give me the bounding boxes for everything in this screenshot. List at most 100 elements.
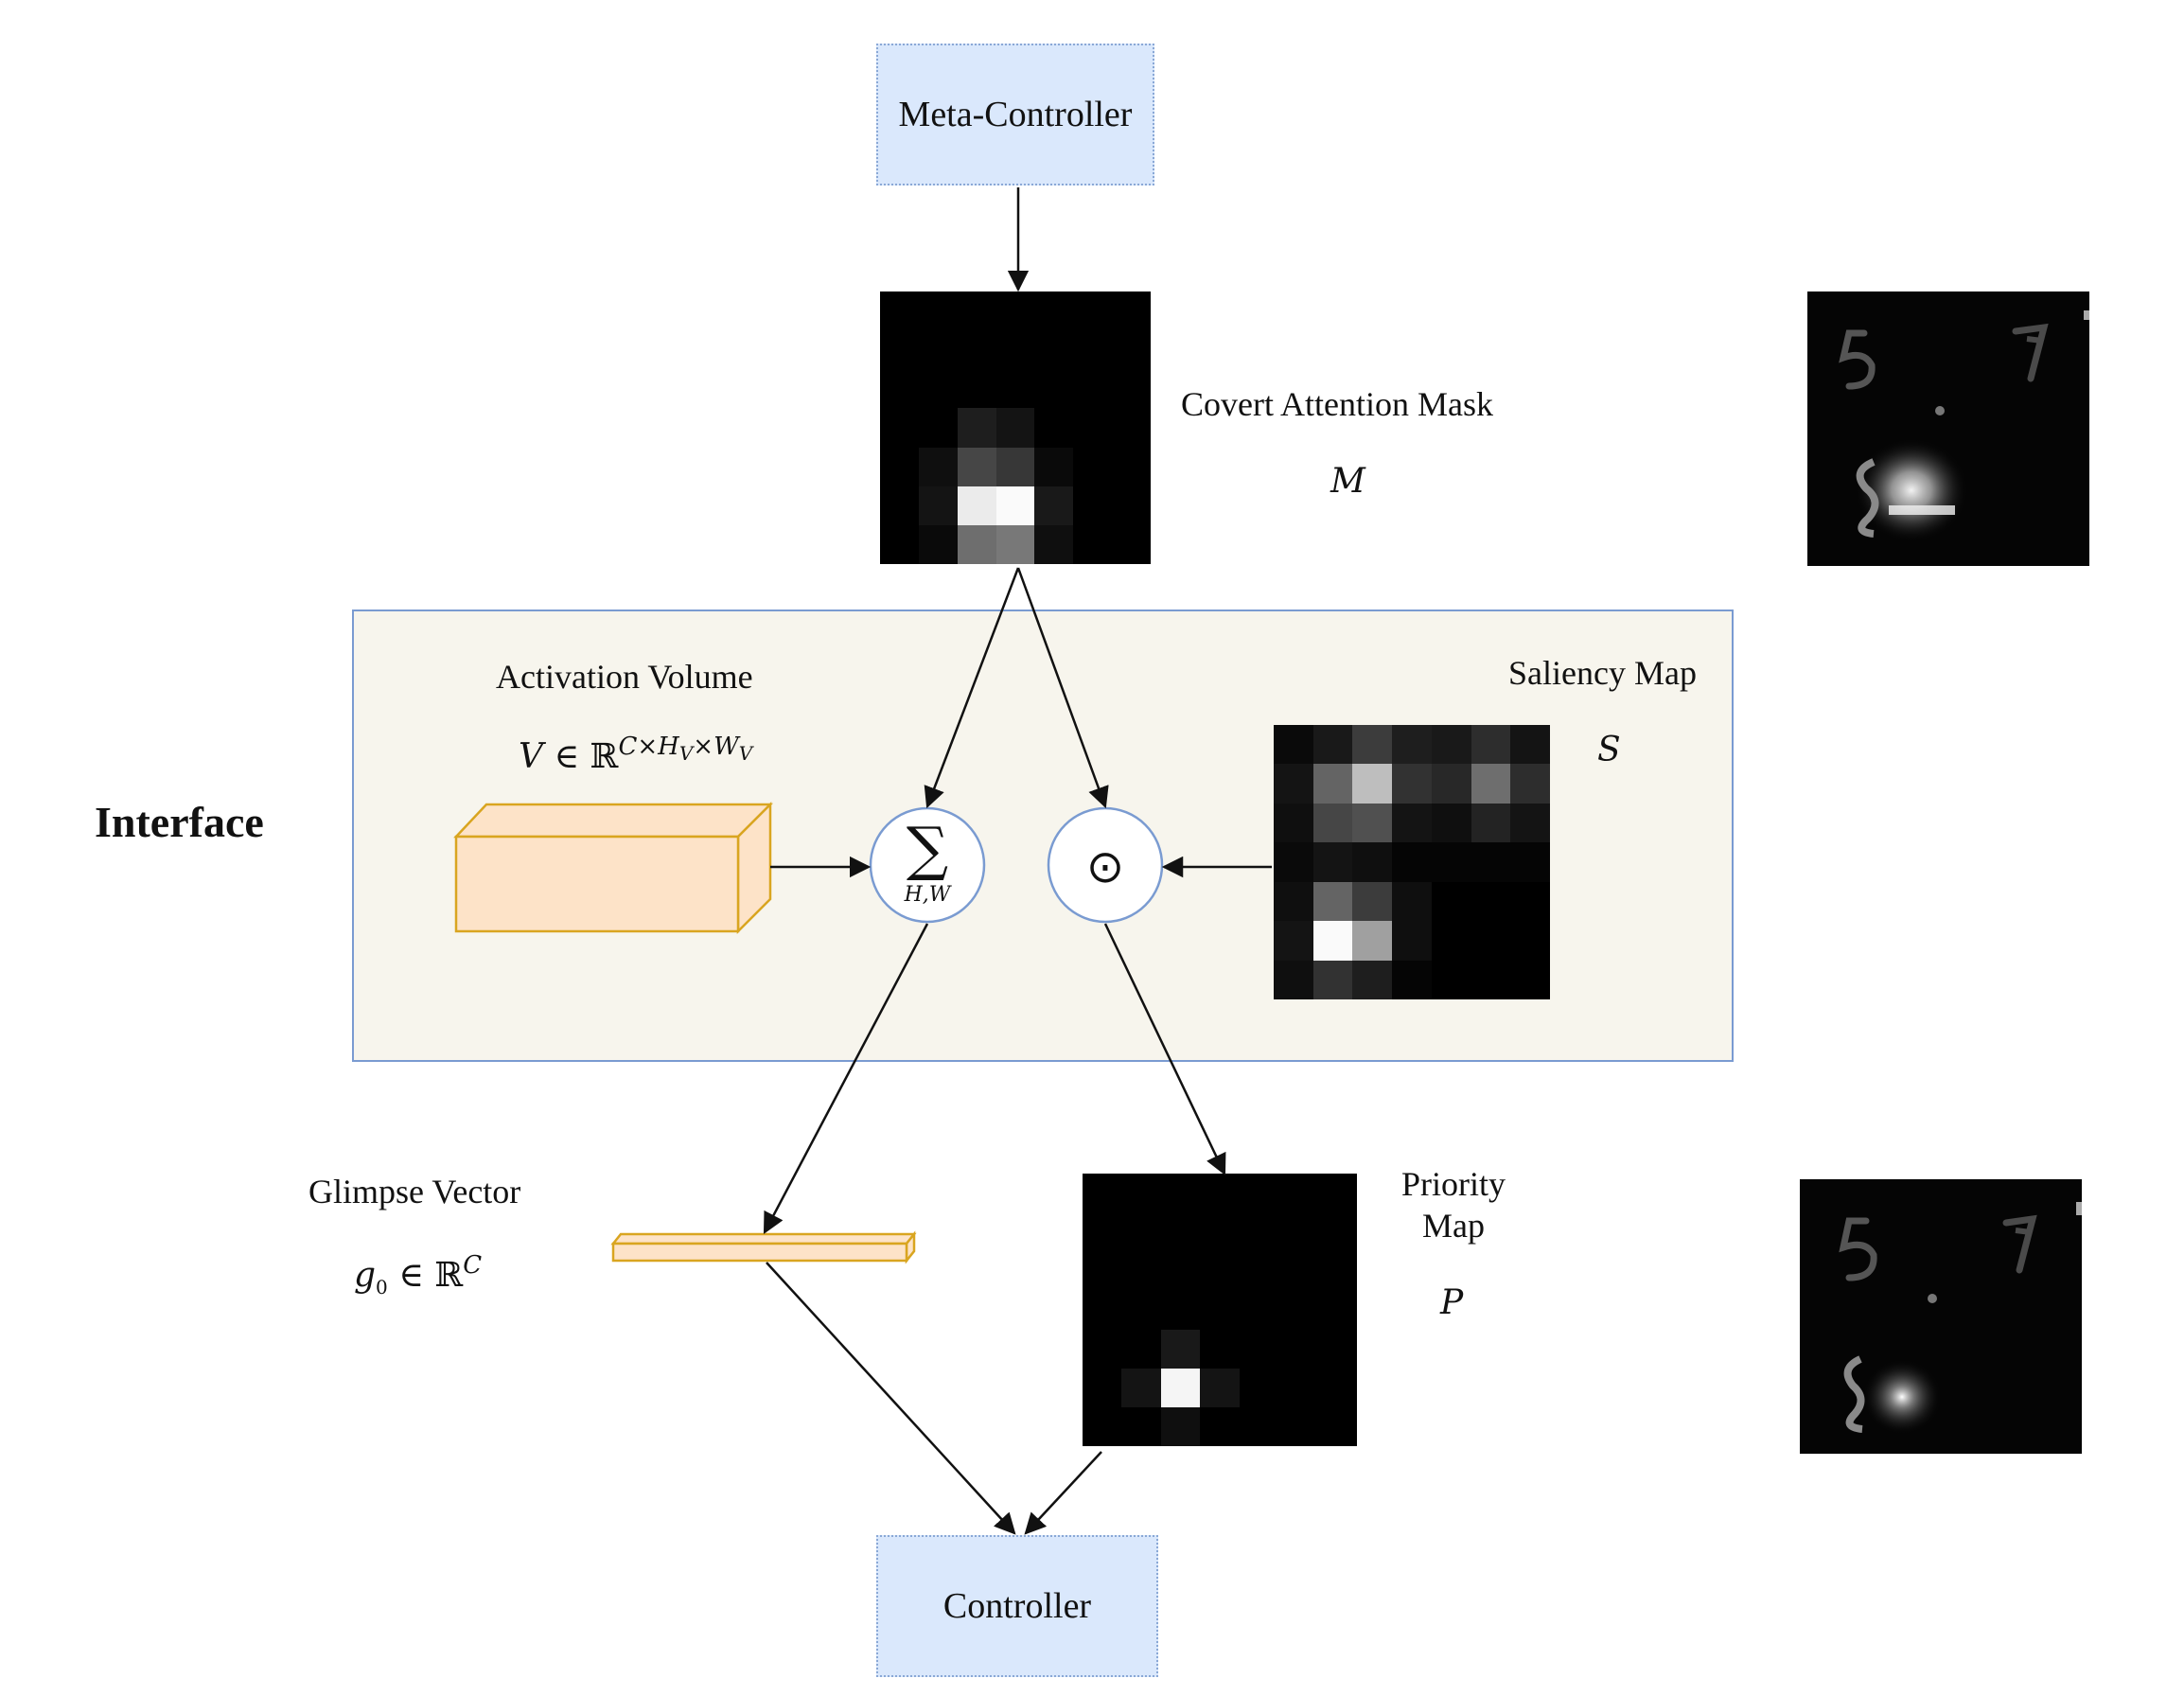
priority-cell <box>1160 1368 1201 1407</box>
priority-cell <box>1278 1406 1318 1446</box>
priority-cell <box>1083 1290 1122 1330</box>
priority-cell <box>1121 1174 1161 1213</box>
arrow-hadamard-to-priority <box>1103 923 1226 1176</box>
priority-cell <box>1317 1290 1357 1330</box>
saliency-cell <box>1471 764 1511 804</box>
mask-cell <box>918 524 958 564</box>
priority-cell <box>1121 1251 1161 1291</box>
mask-cell <box>995 330 1035 370</box>
priority-cell <box>1317 1368 1357 1407</box>
activation-volume-sup: C×H <box>618 733 679 761</box>
priority-cell <box>1278 1290 1318 1330</box>
hadamard-symbol: ⊙ <box>1086 840 1124 893</box>
saliency-map-title: Saliency Map <box>1508 654 1697 692</box>
mask-cell <box>880 330 919 370</box>
saliency-cell <box>1392 842 1432 882</box>
arrow-mask-to-sum <box>924 567 1020 809</box>
saliency-cell <box>1274 725 1313 765</box>
priority-cell <box>1278 1174 1318 1213</box>
mask-cell <box>1112 292 1151 331</box>
priority-cell <box>1278 1368 1318 1407</box>
mask-cell <box>1034 408 1074 448</box>
mask-cell <box>880 486 919 525</box>
saliency-cell <box>1274 881 1313 922</box>
mask-cell <box>918 447 958 486</box>
priority-cell <box>1239 1251 1279 1291</box>
mask-cell <box>1112 447 1151 486</box>
priority-map-image <box>1083 1174 1357 1446</box>
priority-cell <box>1083 1251 1122 1291</box>
mask-cell <box>918 486 958 525</box>
priority-cell <box>1239 1368 1279 1407</box>
activation-volume-var: V <box>519 737 543 776</box>
priority-cell <box>1083 1406 1122 1446</box>
interface-title: Interface <box>95 798 264 846</box>
activation-volume-rel: ∈ ℝ <box>554 737 619 776</box>
glimpse-vector-rel: ∈ ℝ <box>398 1256 464 1295</box>
priority-cell <box>1200 1174 1240 1213</box>
mask-cell <box>957 447 996 486</box>
saliency-cell <box>1471 881 1511 922</box>
mask-cell <box>918 408 958 448</box>
priority-cell <box>1239 1329 1279 1369</box>
saliency-cell <box>1312 803 1353 843</box>
priority-cell <box>1083 1174 1122 1213</box>
priority-cell <box>1317 1174 1357 1213</box>
mask-cell <box>995 369 1035 409</box>
saliency-cell <box>1431 803 1471 843</box>
controller-label: Controller <box>942 1586 1092 1626</box>
mask-cell <box>880 292 919 331</box>
mask-cell <box>1073 292 1113 331</box>
mask-cell <box>1073 369 1113 409</box>
priority-cell <box>1239 1406 1279 1446</box>
saliency-cell <box>1471 803 1511 843</box>
mask-cell <box>1034 524 1074 564</box>
mask-cell <box>957 369 996 409</box>
priority-overlay-photo <box>1800 1179 2082 1454</box>
saliency-cell <box>1274 842 1313 882</box>
mask-cell <box>995 408 1035 448</box>
saliency-cell <box>1431 764 1471 804</box>
activation-volume-sub1: V <box>678 742 694 766</box>
arrow-priority-to-controller <box>1024 1451 1102 1535</box>
saliency-cell <box>1431 842 1471 882</box>
glimpse-vector-shape <box>610 1230 917 1264</box>
priority-cell <box>1121 1290 1161 1330</box>
saliency-cell <box>1392 921 1432 961</box>
mask-cell <box>1073 524 1113 564</box>
priority-cell <box>1160 1212 1201 1252</box>
saliency-cell <box>1274 803 1313 843</box>
priority-cell <box>1200 1368 1240 1407</box>
glimpse-vector-sup: C <box>463 1251 483 1280</box>
saliency-cell <box>1510 803 1550 843</box>
saliency-cell <box>1471 921 1511 961</box>
saliency-cell <box>1510 725 1550 765</box>
mask-cell <box>957 486 996 525</box>
priority-cell <box>1083 1212 1122 1252</box>
covert-attention-mask-title: Covert Attention Mask <box>1181 385 1493 423</box>
mask-cell <box>918 369 958 409</box>
meta-controller-node: Meta-Controller <box>876 44 1154 186</box>
priority-cell <box>1121 1329 1161 1369</box>
covert-attention-mask-symbol: M <box>1330 462 1365 501</box>
saliency-cell <box>1312 842 1353 882</box>
saliency-cell <box>1471 842 1511 882</box>
mask-cell <box>1034 369 1074 409</box>
saliency-cell <box>1312 960 1353 999</box>
saliency-cell <box>1312 764 1353 804</box>
mask-cell <box>957 292 996 331</box>
saliency-cell <box>1352 921 1393 961</box>
priority-cell <box>1160 1290 1201 1330</box>
saliency-cell <box>1352 764 1393 804</box>
saliency-cell <box>1510 764 1550 804</box>
priority-cell <box>1121 1368 1161 1407</box>
mask-cell <box>1034 447 1074 486</box>
saliency-cell <box>1274 764 1313 804</box>
priority-map-title-line1: Priority <box>1400 1165 1506 1203</box>
mask-cell <box>1112 369 1151 409</box>
priority-cell <box>1160 1174 1201 1213</box>
activation-volume-shape <box>453 801 774 935</box>
saliency-map-symbol: S <box>1597 731 1621 769</box>
priority-cell <box>1083 1368 1122 1407</box>
priority-cell <box>1083 1329 1122 1369</box>
